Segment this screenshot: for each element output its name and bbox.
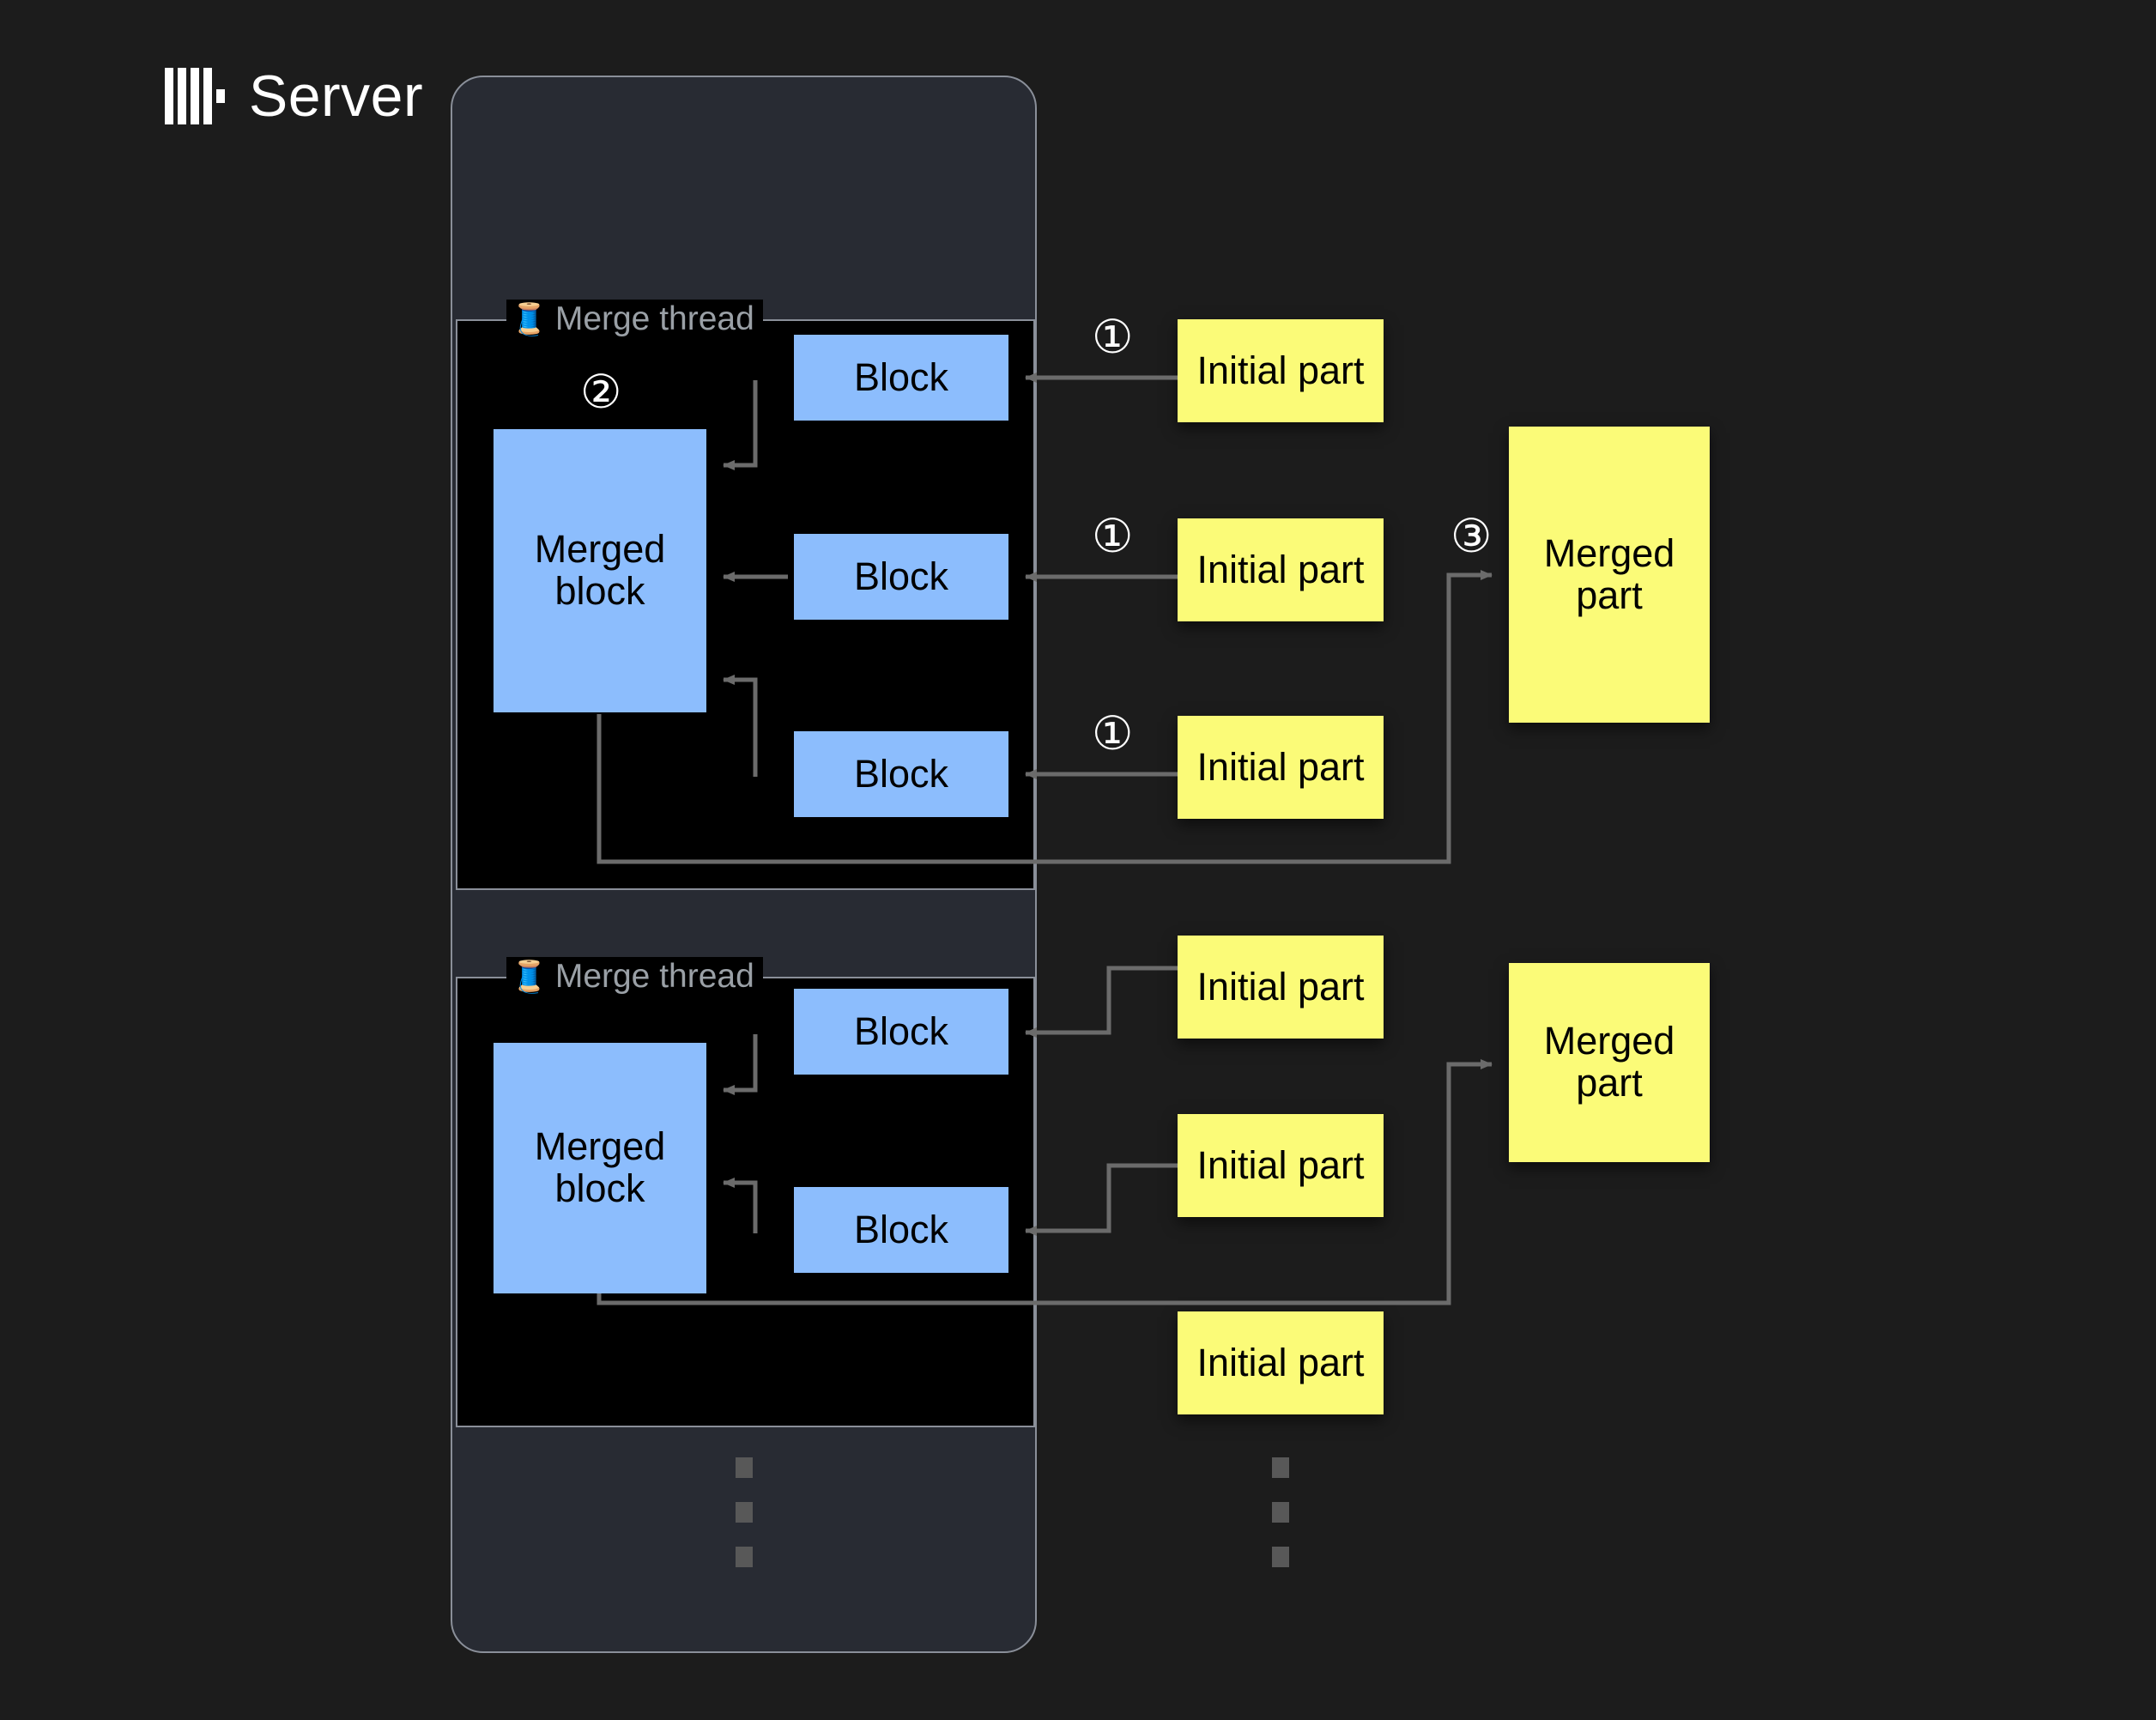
merge-thread-label-1: 🧵 Merge thread — [506, 300, 763, 339]
merge-thread-label-text: Merge thread — [554, 300, 754, 337]
server-title: Server — [248, 64, 424, 129]
block-2-1: Block — [794, 989, 1008, 1075]
initial-part-6: Initial part — [1178, 1311, 1384, 1414]
thread-spool-icon: 🧵 — [510, 301, 548, 336]
parts-vertical-ellipsis — [1272, 1457, 1289, 1567]
step-marker-3: ③ — [1450, 509, 1493, 563]
block-1-1: Block — [794, 335, 1008, 421]
merged-part-1: Merged part — [1509, 427, 1710, 723]
block-1-2: Block — [794, 534, 1008, 620]
server-vertical-ellipsis — [736, 1457, 753, 1567]
step-marker-1-a: ① — [1092, 310, 1134, 364]
step-marker-1-c: ① — [1092, 706, 1134, 760]
wire-ip5-to-block22 — [1025, 1163, 1178, 1236]
merge-thread-label-2: 🧵 Merge thread — [506, 957, 763, 996]
merged-block-1: Merged block — [494, 429, 706, 712]
initial-part-5: Initial part — [1178, 1114, 1384, 1217]
step-marker-1-b: ① — [1092, 509, 1134, 563]
block-2-2: Block — [794, 1187, 1008, 1273]
block-1-3: Block — [794, 731, 1008, 817]
initial-part-3: Initial part — [1178, 716, 1384, 819]
initial-part-2: Initial part — [1178, 518, 1384, 621]
server-header: Server — [0, 39, 586, 153]
merge-thread-label-text: Merge thread — [554, 958, 754, 995]
clickhouse-logo-icon — [164, 68, 225, 124]
initial-part-1: Initial part — [1178, 319, 1384, 422]
wire-ip4-to-block21 — [1025, 966, 1178, 1038]
initial-part-4: Initial part — [1178, 936, 1384, 1039]
merged-part-2: Merged part — [1509, 963, 1710, 1162]
step-marker-2: ② — [580, 365, 622, 419]
thread-spool-icon: 🧵 — [510, 959, 548, 994]
merged-block-2: Merged block — [494, 1043, 706, 1293]
